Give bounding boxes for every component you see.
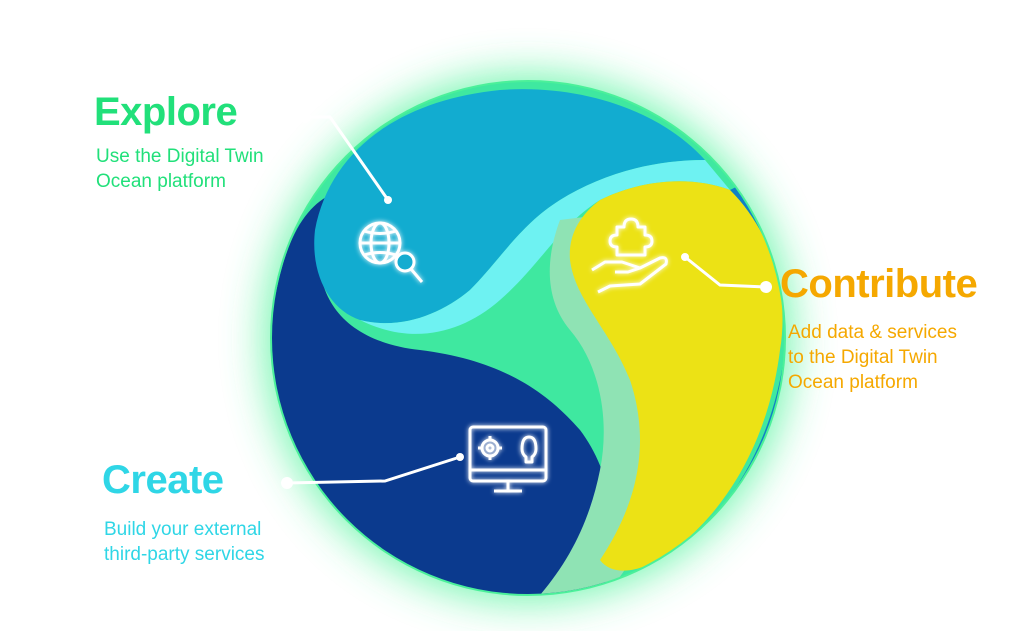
explore-connector-dot xyxy=(299,111,311,123)
create-title: Create xyxy=(102,458,224,502)
contribute-segment xyxy=(569,181,783,571)
explore-description-line: Ocean platform xyxy=(96,171,226,192)
create-description-line: third-party services xyxy=(104,544,265,565)
create-description: Build your external third-party services xyxy=(104,517,334,567)
explore-description: Use the Digital Twin Ocean platform xyxy=(96,144,326,194)
monitor-gear-bulb-icon xyxy=(468,425,548,493)
hand-puzzle-icon xyxy=(591,217,668,294)
globe-search-icon xyxy=(358,221,424,283)
explore-title: Explore xyxy=(94,90,238,134)
create-description-line: Build your external xyxy=(104,519,262,540)
contribute-connector-dot xyxy=(760,281,772,293)
create-segment xyxy=(272,195,613,594)
explore-connector xyxy=(303,115,390,202)
contribute-title: Contribute xyxy=(780,262,978,306)
contribute-description-line: to the Digital Twin xyxy=(788,347,938,368)
contribute-description-line: Ocean platform xyxy=(788,372,918,393)
create-connector-dot xyxy=(281,477,293,489)
contribute-description-line: Add data & services xyxy=(788,322,957,343)
wave-band xyxy=(360,160,730,334)
explore-description-line: Use the Digital Twin xyxy=(96,146,264,167)
contribute-connector xyxy=(683,255,768,289)
create-connector xyxy=(285,455,462,485)
contribute-description: Add data & services to the Digital Twin … xyxy=(788,320,1018,395)
